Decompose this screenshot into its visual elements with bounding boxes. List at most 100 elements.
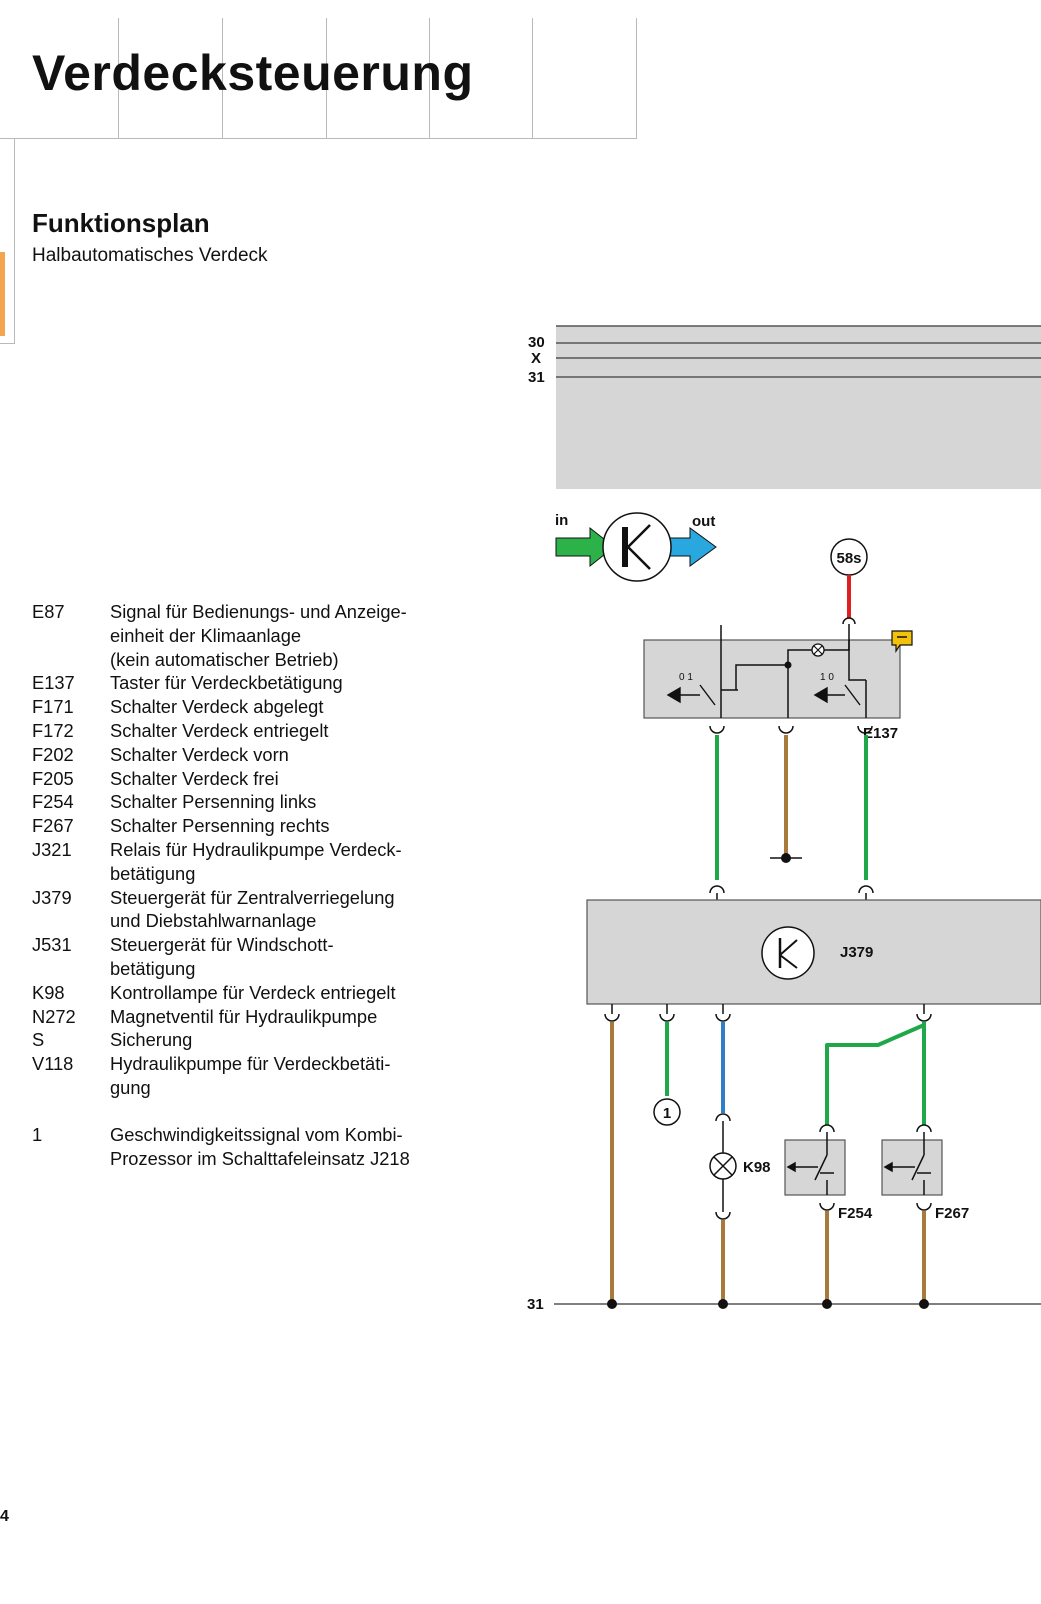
legend-desc: Schalter Verdeck abgelegt (110, 696, 324, 718)
rail-x-label: X (531, 350, 541, 367)
legend-code: F202 (32, 743, 74, 765)
header-grid-line (118, 18, 119, 138)
signal-in-label: in (555, 512, 568, 529)
legend-item: J531 Steuergerät für Windschott- betätigu… (32, 933, 472, 981)
legend-code: F172 (32, 719, 74, 741)
legend-code: J531 (32, 934, 72, 956)
header-grid-line (532, 18, 533, 138)
e137-switch-positions-right: 1 0 (820, 672, 834, 683)
label-k98: K98 (743, 1159, 771, 1176)
signal-out-label: out (692, 513, 715, 530)
legend-item: F205 Schalter Verdeck frei (32, 767, 472, 791)
legend-item: E137 Taster für Verdeckbetätigung (32, 671, 472, 695)
label-f254: F254 (838, 1205, 873, 1222)
legend-desc: Sicherung (110, 1029, 193, 1051)
k98-lamp-cross (713, 1156, 733, 1176)
legend-code: E137 (32, 672, 75, 694)
signal-in-arrow (555, 526, 615, 568)
header-frame (0, 18, 637, 139)
e137-switch-positions-left: 0 1 (679, 672, 693, 683)
control-unit-symbol-icon (602, 512, 672, 582)
legend-code: V118 (32, 1053, 74, 1075)
connector-icon (916, 1124, 932, 1133)
control-unit-symbol-lines (627, 524, 651, 570)
header-grid-line (222, 18, 223, 138)
legend-desc: Schalter Persenning rechts (110, 815, 330, 837)
connector-icon (715, 1113, 731, 1122)
rail-background (556, 326, 1041, 489)
e137-switch-right-icon (813, 684, 861, 706)
connector-icon (604, 1013, 620, 1022)
ground-junction (919, 1299, 929, 1309)
connector-icon (778, 725, 794, 734)
legend-desc: Schalter Verdeck vorn (110, 743, 289, 765)
connector-icon (819, 1124, 835, 1133)
header-grid-line (429, 18, 430, 138)
e137-internal-line (848, 640, 866, 681)
side-frame-line (0, 343, 15, 344)
wire-green (825, 1022, 926, 1125)
side-frame-line (14, 138, 15, 344)
legend-desc: Taster für Verdeckbetätigung (110, 672, 343, 694)
legend-desc: Geschwindigkeitssignal vom Kombi- Prozes… (110, 1123, 410, 1169)
connector-icon (857, 725, 873, 734)
legend-note: 1 Geschwindigkeitssignal vom Kombi- Proze… (32, 1123, 472, 1171)
ground-rail-31-label: 31 (527, 1296, 544, 1313)
legend-item: J379 Steuergerät für Zentralverriegelung … (32, 886, 472, 934)
legend-code: J321 (32, 838, 72, 860)
label-e137: E137 (863, 725, 898, 742)
legend-desc: Magnetventil für Hydraulikpumpe (110, 1005, 378, 1027)
legend-code: F254 (32, 791, 74, 813)
label-f267: F267 (935, 1205, 969, 1222)
connector-icon (659, 1013, 675, 1022)
connector-icon (715, 1013, 731, 1022)
marker-1-label: 1 (663, 1105, 671, 1122)
legend-desc: Schalter Persenning links (110, 791, 317, 813)
legend-desc: Schalter Verdeck entriegelt (110, 719, 329, 741)
rail-31-label: 31 (528, 369, 545, 386)
legend-code: 1 (32, 1123, 43, 1145)
legend-code: J379 (32, 886, 72, 908)
legend-code: F171 (32, 696, 74, 718)
page-number: 4 (0, 1508, 9, 1525)
connector-icon (819, 1202, 835, 1211)
f267-switch-icon (883, 1132, 931, 1195)
e137-box (643, 639, 901, 719)
component-legend: E87 Signal für Bedienungs- und Anzeige- e… (32, 600, 472, 1170)
legend-code: E87 (32, 601, 65, 622)
e137-switch-left-icon (666, 684, 716, 706)
header-grid-line (326, 18, 327, 138)
control-unit-symbol-bar (622, 527, 628, 567)
legend-item: F254 Schalter Persenning links (32, 790, 472, 814)
ground-junction (607, 1299, 617, 1309)
legend-code: N272 (32, 1005, 76, 1027)
connector-icon (858, 885, 874, 894)
connector-icon (709, 725, 725, 734)
legend-desc: Signal für Bedienungs- und Anzeige- einh… (110, 601, 407, 670)
e137-lamp-cross (813, 645, 823, 655)
f254-switch-icon (786, 1132, 834, 1195)
legend-desc: Hydraulikpumpe für Verdeckbetäti- gung (110, 1053, 391, 1098)
connector-icon (715, 1211, 731, 1220)
legend-desc: Schalter Verdeck frei (110, 767, 279, 789)
legend-desc: Kontrollampe für Verdeck entriegelt (110, 981, 396, 1003)
legend-desc: Steuergerät für Windschott- betätigung (110, 934, 334, 979)
marker-1-icon (653, 1098, 681, 1126)
legend-code: F205 (32, 767, 74, 789)
note-icon (891, 630, 913, 653)
terminal-58s-label: 58s (836, 550, 861, 567)
section-title: Funktionsplan (32, 208, 210, 238)
legend-item: N272 Magnetventil für Hydraulikpumpe (32, 1005, 472, 1029)
chapter-tab (0, 252, 5, 336)
rail-30-label: 30 (528, 334, 545, 351)
connector-icon (842, 617, 856, 625)
legend-item: V118 Hydraulikpumpe für Verdeckbetäti- gu… (32, 1052, 472, 1100)
ground-junction (822, 1299, 832, 1309)
legend-item: F202 Schalter Verdeck vorn (32, 743, 472, 767)
legend-desc: Steuergerät für Zentralverriegelung und … (110, 886, 395, 932)
